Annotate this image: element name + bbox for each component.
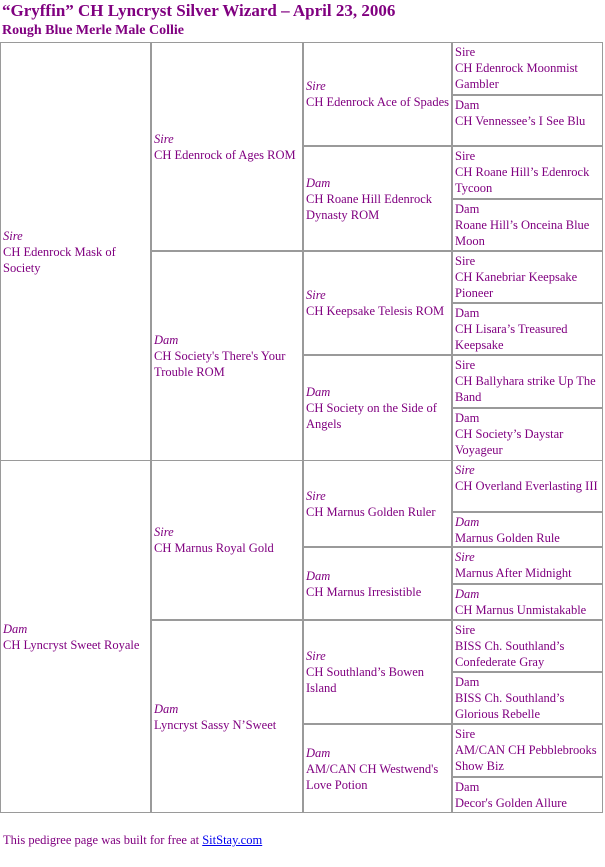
sdsd-box: Dam CH Lisara’s Treasured Keepsake: [452, 303, 603, 355]
sire-box: Sire CH Edenrock Mask of Society: [0, 42, 151, 461]
sdd-role: Dam: [306, 385, 331, 399]
sss-name: CH Edenrock Ace of Spades: [306, 95, 450, 109]
dam-role: Dam: [3, 621, 28, 636]
sire-sire-name: CH Edenrock of Ages ROM: [154, 147, 296, 162]
ddsd-name: BISS Ch. Southland’s Glorious Rebelle: [455, 691, 565, 721]
dsds-role: Sire: [455, 550, 475, 564]
sssd-box: Dam CH Vennessee’s I See Blu: [452, 95, 603, 146]
dam-sire-role: Sire: [154, 525, 174, 539]
dddd-name: Decor's Golden Allure: [455, 796, 567, 810]
dsd-name: CH Marnus Irresistible: [306, 584, 422, 599]
ssss-role: Sire: [455, 45, 476, 59]
sss-role: Sire: [306, 79, 326, 93]
ddd-role: Dam: [306, 745, 331, 760]
dssd-name: Marnus Golden Rule: [455, 531, 560, 545]
dddd-box: Dam Decor's Golden Allure: [452, 777, 603, 813]
sdd-box: Dam CH Society on the Side of Angels: [303, 355, 452, 461]
dddd-role: Dam: [455, 780, 480, 794]
sire-dam-role: Dam: [154, 333, 179, 347]
ddd-box: Dam AM/CAN CH Westwend's Love Potion: [303, 724, 452, 813]
sdd-name: CH Society on the Side of Angels: [306, 401, 437, 431]
ssss-box: Sire CH Edenrock Moonmist Gambler: [452, 42, 603, 95]
sds-box: Sire CH Keepsake Telesis ROM: [303, 251, 452, 355]
dam-box: Dam CH Lyncryst Sweet Royale: [0, 460, 151, 813]
dss-box: Sire CH Marnus Golden Ruler: [303, 460, 452, 547]
ddsd-role: Dam: [455, 675, 480, 689]
ssds-name: CH Roane Hill’s Edenrock Tycoon: [455, 165, 590, 195]
sss-box: Sire CH Edenrock Ace of Spades: [303, 42, 452, 146]
dam-dam-role: Dam: [154, 701, 179, 716]
dsdd-box: Dam CH Marnus Unmistakable: [452, 584, 603, 620]
ssds-box: Sire CH Roane Hill’s Edenrock Tycoon: [452, 146, 603, 199]
sdds-name: CH Ballyhara strike Up The Band: [455, 374, 596, 404]
dss-role: Sire: [306, 488, 326, 503]
sire-dam-box: Dam CH Society's There's Your Trouble RO…: [151, 251, 303, 461]
sdss-role: Sire: [455, 254, 476, 268]
ssds-role: Sire: [455, 149, 476, 163]
sddd-name: CH Society’s Daystar Voyageur: [455, 427, 564, 457]
dssd-role: Dam: [455, 515, 480, 529]
sddd-box: Dam CH Society’s Daystar Voyageur: [452, 408, 603, 461]
sdss-name: CH Kanebriar Keepsake Pioneer: [455, 270, 578, 300]
dam-sire-name: CH Marnus Royal Gold: [154, 541, 274, 555]
dsss-name: CH Overland Everlasting III: [455, 479, 598, 493]
sitstay-link[interactable]: SitStay.com: [202, 833, 263, 847]
dsds-box: Sire Marnus After Midnight: [452, 547, 603, 584]
dsd-box: Dam CH Marnus Irresistible: [303, 547, 452, 620]
ddd-name: AM/CAN CH Westwend's Love Potion: [306, 761, 439, 792]
ssd-name: CH Roane Hill Edenrock Dynasty ROM: [306, 191, 433, 222]
ddds-box: Sire AM/CAN CH Pebblebrooks Show Biz: [452, 724, 603, 777]
ssdd-box: Dam Roane Hill’s Onceina Blue Moon: [452, 199, 603, 251]
dssd-box: Dam Marnus Golden Rule: [452, 512, 603, 547]
dam-name: CH Lyncryst Sweet Royale: [3, 637, 140, 652]
ddss-box: Sire BISS Ch. Southland’s Confederate Gr…: [452, 620, 603, 672]
ssdd-role: Dam: [455, 202, 480, 216]
ssd-box: Dam CH Roane Hill Edenrock Dynasty ROM: [303, 146, 452, 251]
page-subtitle: Rough Blue Merle Male Collie: [2, 23, 184, 38]
sire-sire-box: Sire CH Edenrock of Ages ROM: [151, 42, 303, 251]
dsdd-role: Dam: [455, 587, 480, 601]
sire-name: CH Edenrock Mask of Society: [3, 244, 116, 275]
sire-dam-name: CH Society's There's Your Trouble ROM: [154, 349, 286, 379]
footer: This pedigree page was built for free at…: [3, 832, 262, 848]
sdds-box: Sire CH Ballyhara strike Up The Band: [452, 355, 603, 408]
sssd-role: Dam: [455, 98, 480, 112]
sssd-name: CH Vennessee’s I See Blu: [455, 114, 586, 128]
sdss-box: Sire CH Kanebriar Keepsake Pioneer: [452, 251, 603, 303]
ddss-role: Sire: [455, 623, 476, 637]
sire-sire-role: Sire: [154, 131, 174, 146]
ddds-role: Sire: [455, 727, 476, 741]
sdsd-role: Dam: [455, 306, 480, 320]
dds-box: Sire CH Southland’s Bowen Island: [303, 620, 452, 724]
ddsd-box: Dam BISS Ch. Southland’s Glorious Rebell…: [452, 672, 603, 724]
dsds-name: Marnus After Midnight: [455, 566, 572, 580]
ssss-name: CH Edenrock Moonmist Gambler: [455, 61, 578, 91]
ssdd-name: Roane Hill’s Onceina Blue Moon: [455, 218, 590, 248]
dds-role: Sire: [306, 649, 326, 663]
ddds-name: AM/CAN CH Pebblebrooks Show Biz: [455, 743, 597, 773]
dsdd-name: CH Marnus Unmistakable: [455, 603, 587, 617]
dam-dam-box: Dam Lyncryst Sassy N’Sweet: [151, 620, 303, 813]
dds-name: CH Southland’s Bowen Island: [306, 665, 425, 695]
sire-role: Sire: [3, 228, 23, 243]
sddd-role: Dam: [455, 411, 480, 425]
ddss-name: BISS Ch. Southland’s Confederate Gray: [455, 639, 565, 669]
ssd-role: Dam: [306, 175, 331, 190]
sdds-role: Sire: [455, 358, 476, 372]
sdsd-name: CH Lisara’s Treasured Keepsake: [455, 322, 568, 352]
dss-name: CH Marnus Golden Ruler: [306, 504, 436, 519]
footer-text: This pedigree page was built for free at: [3, 833, 203, 847]
page-title: “Gryffin” CH Lyncryst Silver Wizard – Ap…: [2, 1, 396, 20]
dam-dam-name: Lyncryst Sassy N’Sweet: [154, 717, 277, 732]
dsss-box: Sire CH Overland Everlasting III: [452, 460, 603, 512]
dsd-role: Dam: [306, 568, 331, 583]
dam-sire-box: Sire CH Marnus Royal Gold: [151, 460, 303, 620]
dsss-role: Sire: [455, 463, 475, 477]
sds-name: CH Keepsake Telesis ROM: [306, 304, 445, 318]
sds-role: Sire: [306, 288, 326, 302]
